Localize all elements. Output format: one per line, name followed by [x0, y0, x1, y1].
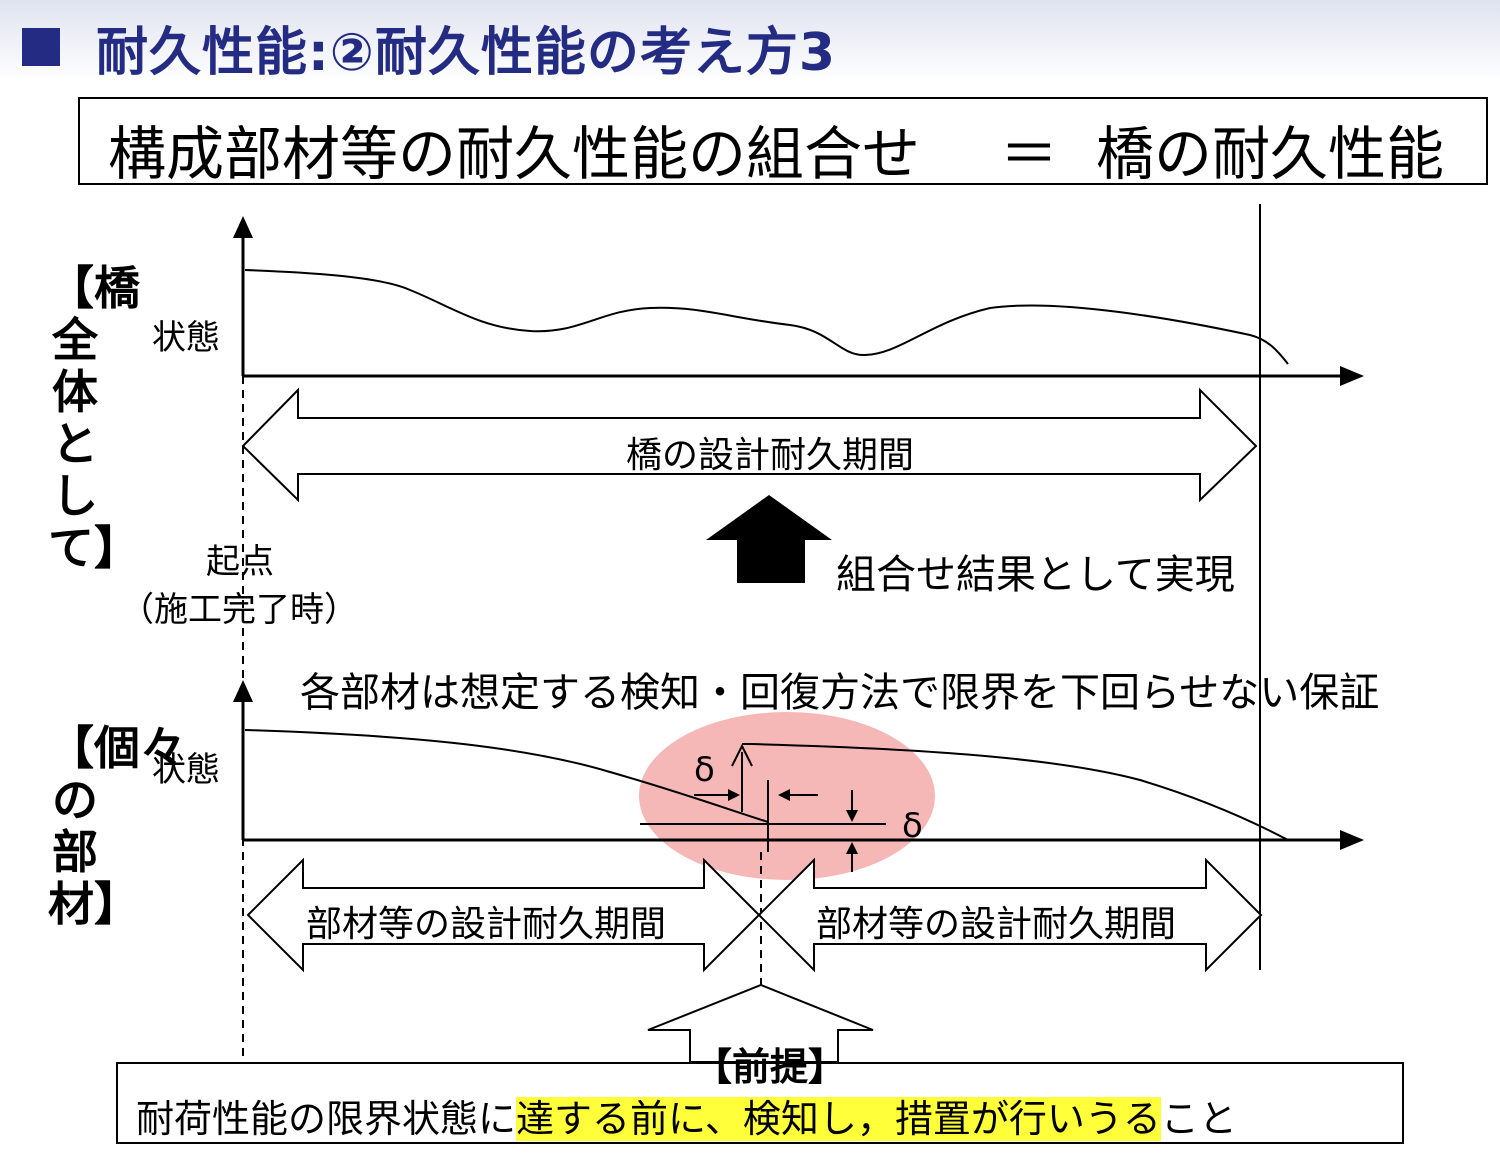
lower-period-arrow-2: [757, 857, 1263, 973]
delta-label-2: δ: [902, 806, 923, 846]
summary-box: [78, 97, 1488, 185]
lower-period-label-2: 部材等の設計耐久期間: [816, 904, 1177, 945]
lower-state-curve-2: [749, 743, 1289, 841]
lower-x-arrowhead: [1340, 830, 1364, 850]
premise-text-before: 耐荷性能の限界状態に: [136, 1097, 517, 1141]
delta-down-arrowhead: [846, 810, 858, 822]
lower-state-curve-1: [244, 729, 769, 823]
summary-right: 橋の耐久性能: [1096, 120, 1445, 188]
combination-up-arrow: [706, 495, 832, 583]
delta-label-1: δ: [694, 750, 715, 790]
guarantee-label: 各部材は想定する検知・回復方法で限界を下回らせない保証: [300, 670, 1380, 716]
premise-text: 耐荷性能の限界状態に達する前に、検知し，措置が行いうること: [136, 1088, 1237, 1143]
upper-x-arrowhead: [1340, 366, 1364, 386]
upper-period-label: 橋の設計耐久期間: [626, 435, 915, 476]
upper-state-label: 状態: [152, 318, 220, 358]
header-band: [0, 0, 1500, 82]
upper-state-curve: [244, 269, 1289, 365]
recovery-arrow-head: [731, 743, 753, 767]
delta-right-arrowhead: [778, 789, 790, 801]
page-title: 耐久性能:②耐久性能の考え方3: [96, 23, 837, 83]
start-point-sublabel: （施工完了時）: [120, 590, 358, 630]
lower-state-label: 状態: [152, 750, 220, 790]
title-bullet-icon: [22, 28, 60, 66]
delta-up-arrowhead: [846, 842, 858, 854]
lower-side-label: 【個々の部材】: [48, 721, 186, 931]
combination-label: 組合せ結果として実現: [836, 552, 1235, 598]
delta-left-arrowhead: [728, 789, 740, 801]
premise-text-highlight: 達する前に、検知し，措置が行いうる: [516, 1097, 1161, 1141]
summary-equals: ＝: [1000, 120, 1059, 188]
lower-period-label-1: 部材等の設計耐久期間: [306, 904, 667, 945]
premise-text-after: こと: [1160, 1097, 1237, 1141]
upper-y-arrowhead: [233, 216, 253, 238]
upper-period-arrow: [241, 387, 1258, 503]
lower-y-arrowhead: [233, 680, 253, 702]
summary-left: 構成部材等の耐久性能の組合せ: [108, 120, 921, 188]
upper-side-label: 【橋全体として】: [48, 261, 140, 575]
start-point-label: 起点: [206, 542, 274, 582]
premise-label: 【前提】: [694, 1045, 847, 1089]
